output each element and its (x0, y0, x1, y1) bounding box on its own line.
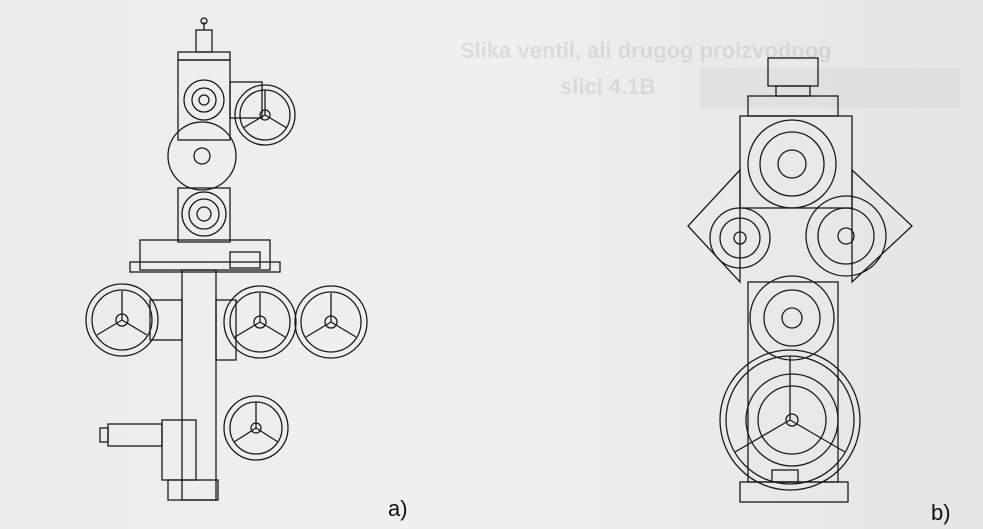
background-text-line: Slika ventil, ali drugog proizvodnog (460, 38, 832, 63)
figure-label-b: b) (931, 500, 951, 525)
background-text-line: slici 4.1B (560, 74, 656, 99)
background-shadow (700, 68, 960, 108)
figure-label-a: a) (388, 496, 408, 521)
